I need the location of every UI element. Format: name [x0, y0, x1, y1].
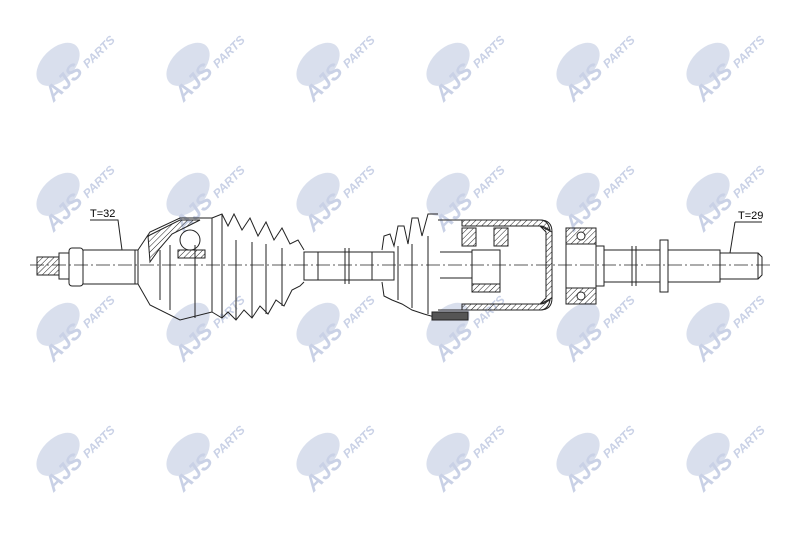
left-thread-stub	[36, 247, 139, 287]
inner-tripod-joint	[438, 219, 553, 311]
right-stub	[603, 239, 763, 293]
right-teeth-leader	[729, 221, 762, 254]
outer-cv-joint	[137, 217, 213, 321]
outer-boot	[211, 212, 305, 321]
left-teeth-leader	[90, 219, 123, 251]
right-teeth-label: T=29	[738, 210, 763, 222]
support-bearing	[565, 227, 605, 305]
inner-boot	[381, 213, 469, 321]
left-teeth-label: T=32	[90, 208, 115, 220]
intermediate-shaft	[303, 248, 395, 284]
